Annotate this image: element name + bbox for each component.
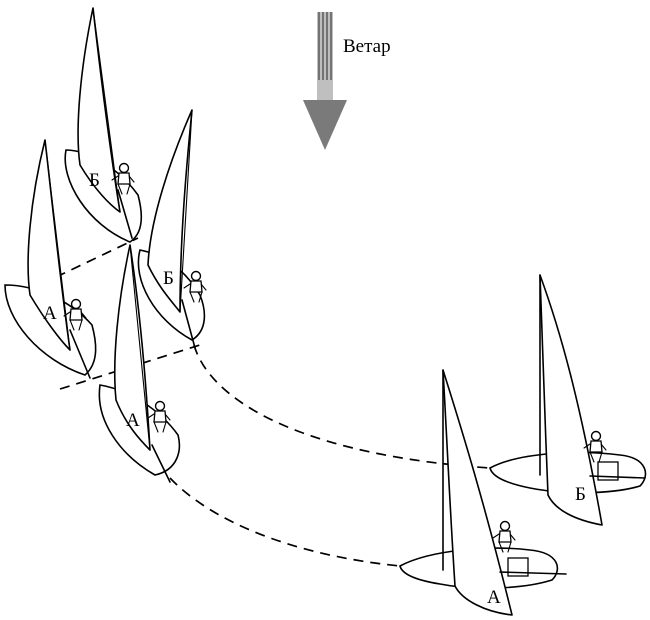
boat-label: Б xyxy=(89,170,100,191)
arrow-head xyxy=(303,100,347,150)
boat-a-position-1: А xyxy=(4,139,97,379)
course-a xyxy=(169,477,401,567)
boat-label: А xyxy=(43,303,57,324)
boat-label: А xyxy=(126,410,140,431)
boat-label: А xyxy=(487,587,501,608)
boat-label: Б xyxy=(163,268,174,289)
course-lines xyxy=(169,344,491,567)
boat-a-position-2: А xyxy=(98,244,181,483)
boat-b-position-2: Б xyxy=(137,109,207,349)
boat-label: Б xyxy=(575,484,586,505)
course-b xyxy=(193,344,491,469)
boat-b-position-1: Б xyxy=(64,7,142,243)
wind-arrow xyxy=(303,12,347,150)
boat-b-position-3: Б xyxy=(489,274,647,526)
wind-label: Ветар xyxy=(343,36,391,57)
boat-a-position-3: А xyxy=(399,369,567,616)
